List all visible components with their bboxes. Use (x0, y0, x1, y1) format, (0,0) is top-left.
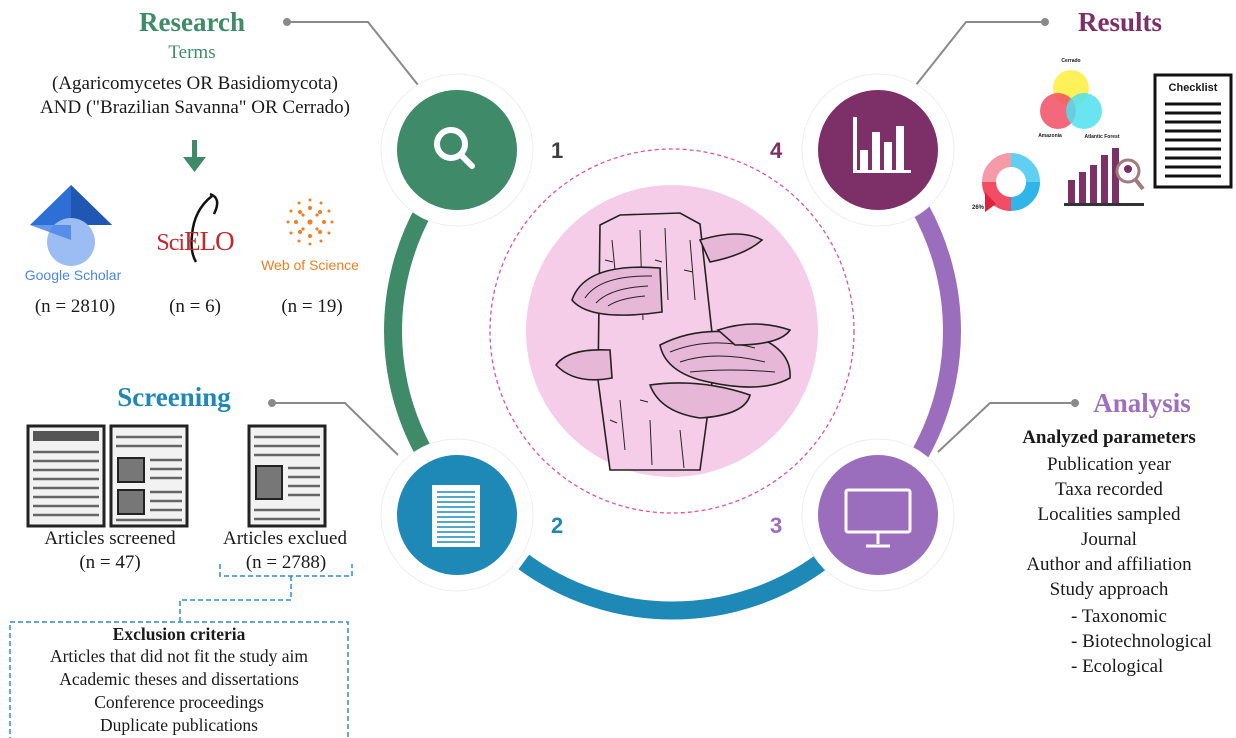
donut-chart (982, 153, 1040, 211)
connector-research (287, 21, 419, 86)
results-step-circle (818, 90, 938, 210)
step-number-1: 1 (551, 138, 564, 163)
ring-arc-research (384, 204, 433, 458)
analysis-param: Journal (1081, 529, 1137, 550)
screening-step-circle (397, 455, 517, 575)
donut-percentage: 26% (972, 205, 985, 211)
ring-arc-analysis (912, 204, 961, 458)
results-bar-chart (1064, 148, 1145, 206)
excluded-count: (n = 2788) (245, 552, 327, 573)
analyzed-parameters-title: Analyzed parameters (1022, 427, 1196, 448)
checklist-document (1153, 73, 1233, 189)
bracket-fungus-illustration (554, 212, 792, 471)
exclusion-item: Articles that did not fit the study aim (49, 646, 309, 666)
venn-label-cerrado: Cerrado (1061, 58, 1081, 64)
analysis-title: Analysis (1093, 388, 1191, 418)
screened-articles-icon (26, 424, 189, 528)
web-of-science-count: (n = 19) (281, 296, 343, 317)
magnifier-icon (434, 127, 475, 169)
bar-chart-icon (853, 117, 911, 173)
exclusion-item: Conference proceedings (94, 692, 264, 712)
document-icon (432, 485, 480, 547)
exclusion-item: Academic theses and dissertations (59, 669, 299, 689)
google-scholar-logo (30, 185, 112, 266)
research-step-circle (397, 90, 517, 210)
connector-analysis (937, 402, 1075, 453)
analysis-param: Publication year (1047, 454, 1171, 475)
venn-label-atlantic-forest: Atlantic Forest (1084, 134, 1120, 140)
google-scholar-label: Google Scholar (24, 267, 122, 283)
analysis-step-circle (818, 455, 938, 575)
connector-screening (272, 402, 399, 456)
web-of-science-logo (286, 198, 334, 246)
exclusion-dashed-lines (9, 564, 353, 738)
research-terms-label: Terms (168, 42, 216, 63)
ring-arc-screening (518, 554, 827, 620)
step-number-3: 3 (770, 513, 783, 538)
analysis-subparam: - Ecological (1071, 656, 1164, 677)
venn-diagram (1040, 70, 1102, 129)
connector-lines (268, 18, 1079, 456)
monitor-icon (844, 488, 912, 548)
research-title: Research (139, 7, 245, 37)
google-scholar-count: (n = 2810) (34, 296, 116, 317)
venn-label-amazonia: Amazonia (1038, 133, 1062, 139)
search-query-line1: (Agaricomycetes OR Basidiomycota) (52, 73, 338, 94)
checklist-title: Checklist (1168, 82, 1218, 94)
screened-count: (n = 47) (79, 552, 141, 573)
analysis-param: Taxa recorded (1055, 479, 1163, 500)
search-query-line2: AND ("Brazilian Savanna" OR Cerrado) (40, 97, 350, 118)
step-number-4: 4 (770, 138, 783, 163)
center-dashed-circle (489, 148, 855, 514)
step-number-2: 2 (551, 513, 564, 538)
excluded-articles-icon (247, 424, 327, 528)
analysis-param: Study approach (1049, 579, 1169, 600)
connector-results (915, 21, 1045, 86)
analysis-param: Localities sampled (1037, 504, 1181, 525)
scielo-logo-swoosh (190, 192, 219, 263)
exclusion-criteria-title: Exclusion criteria (112, 624, 246, 644)
screening-title: Screening (117, 382, 231, 412)
down-arrow-icon (183, 140, 206, 172)
analysis-subparam: - Biotechnological (1071, 631, 1212, 652)
analysis-subparam: - Taxonomic (1071, 606, 1167, 627)
web-of-science-label: Web of Science (261, 257, 359, 273)
screened-label: Articles screened (44, 528, 176, 549)
results-title: Results (1077, 7, 1162, 37)
scielo-logo-text: SciELO (156, 226, 234, 256)
analysis-param: Author and affiliation (1026, 554, 1192, 575)
scielo-count: (n = 6) (169, 296, 221, 317)
cycle-ring (384, 204, 961, 620)
exclusion-item: Duplicate publications (100, 715, 258, 735)
excluded-label: Articles exclued (223, 528, 347, 549)
